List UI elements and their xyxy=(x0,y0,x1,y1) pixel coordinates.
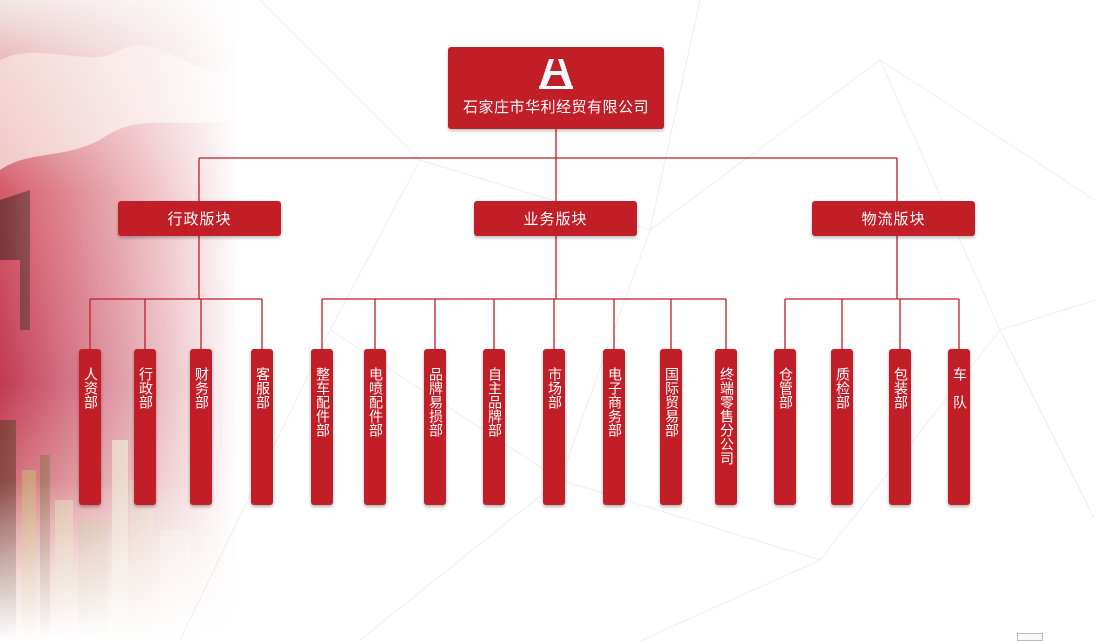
section-label: 行政版块 xyxy=(167,210,232,228)
dept-box: 国际贸易部 xyxy=(660,349,682,505)
section-business: 业务版块 xyxy=(474,201,637,236)
corner-mark xyxy=(1017,633,1043,641)
root-connector xyxy=(198,129,898,201)
skyline-art xyxy=(0,0,240,641)
dept-label: 品牌易损部 xyxy=(427,367,443,437)
dept-label: 行政部 xyxy=(137,367,153,409)
company-name: 石家庄市华利经贸有限公司 xyxy=(462,98,649,116)
dept-box: 财务部 xyxy=(190,349,212,505)
section-label: 业务版块 xyxy=(523,210,588,228)
dept-box: 仓管部 xyxy=(774,349,796,505)
dept-label: 电喷配件部 xyxy=(367,367,383,437)
dept-box: 市场部 xyxy=(543,349,565,505)
dept-box: 质检部 xyxy=(831,349,853,505)
dept-label: 财务部 xyxy=(193,367,209,409)
dept-label: 仓管部 xyxy=(777,367,793,409)
dept-box: 行政部 xyxy=(134,349,156,505)
dept-box: 整车配件部 xyxy=(311,349,333,505)
dept-box: 电喷配件部 xyxy=(364,349,386,505)
dept-box: 品牌易损部 xyxy=(424,349,446,505)
dept-label: 自主品牌部 xyxy=(486,367,502,437)
dept-label: 质检部 xyxy=(834,367,850,409)
admin-connector xyxy=(89,236,263,349)
section-admin: 行政版块 xyxy=(118,201,281,236)
logistics-connector xyxy=(784,236,960,349)
dept-box: 人资部 xyxy=(79,349,101,505)
dept-label: 终端零售分公司 xyxy=(718,367,734,465)
dept-label: 车队 xyxy=(951,367,967,423)
dept-box: 终端零售分公司 xyxy=(715,349,737,505)
dept-label: 包装部 xyxy=(892,367,908,409)
dept-box: 车队 xyxy=(948,349,970,505)
dept-label: 市场部 xyxy=(546,367,562,409)
dept-box: 自主品牌部 xyxy=(483,349,505,505)
company-logo-icon xyxy=(539,59,573,89)
dept-box: 包装部 xyxy=(889,349,911,505)
dept-label: 电子商务部 xyxy=(606,367,622,437)
section-label: 物流版块 xyxy=(861,210,926,228)
dept-box: 电子商务部 xyxy=(603,349,625,505)
dept-label: 客服部 xyxy=(254,367,270,409)
dept-label: 整车配件部 xyxy=(314,367,330,437)
section-logistics: 物流版块 xyxy=(812,201,975,236)
dept-label: 人资部 xyxy=(82,367,98,409)
dept-label: 国际贸易部 xyxy=(663,367,679,437)
company-root-box: 石家庄市华利经贸有限公司 xyxy=(448,47,664,129)
business-connector xyxy=(321,236,727,349)
dept-box: 客服部 xyxy=(251,349,273,505)
